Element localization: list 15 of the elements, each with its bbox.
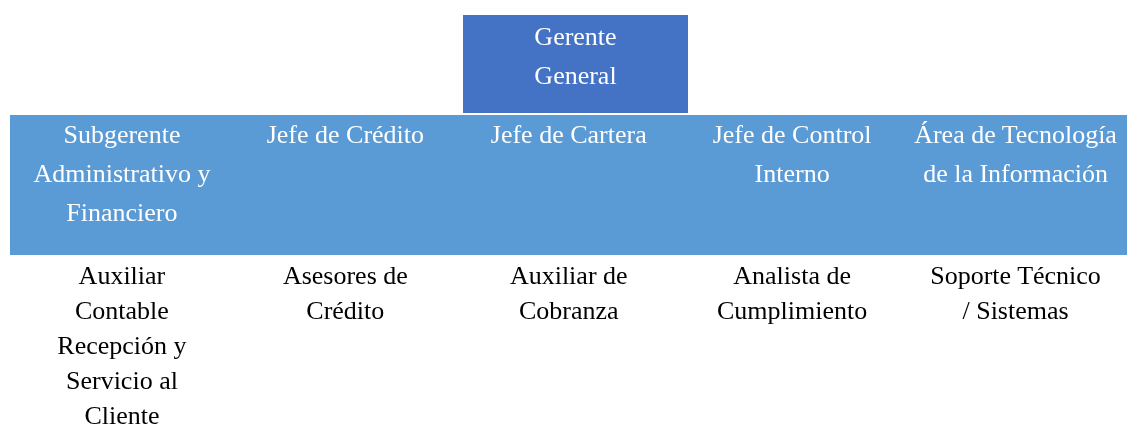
position-box <box>463 15 688 113</box>
position-title: Jefe de Control Interno <box>711 119 873 190</box>
staff-label: Auxiliar de Cobranza <box>508 260 629 327</box>
position-box <box>10 115 234 255</box>
position-title: Jefe de Crédito <box>266 119 425 151</box>
position-box <box>903 115 1128 255</box>
staff-label: Recepción y Servicio al Cliente <box>56 330 188 432</box>
staff-label: Auxiliar Contable <box>74 260 170 327</box>
position-title: Jefe de Cartera <box>490 119 647 151</box>
position-title: Área de Tecnología de la Información <box>913 119 1118 190</box>
staff-label: Asesores de Crédito <box>281 260 409 327</box>
position-title: Gerente General <box>533 21 618 92</box>
position-title: Subgerente Administrativo y Financiero <box>32 119 212 229</box>
staff-label: Soporte Técnico / Sistemas <box>929 260 1102 327</box>
staff-label: Analista de Cumplimiento <box>716 260 869 327</box>
